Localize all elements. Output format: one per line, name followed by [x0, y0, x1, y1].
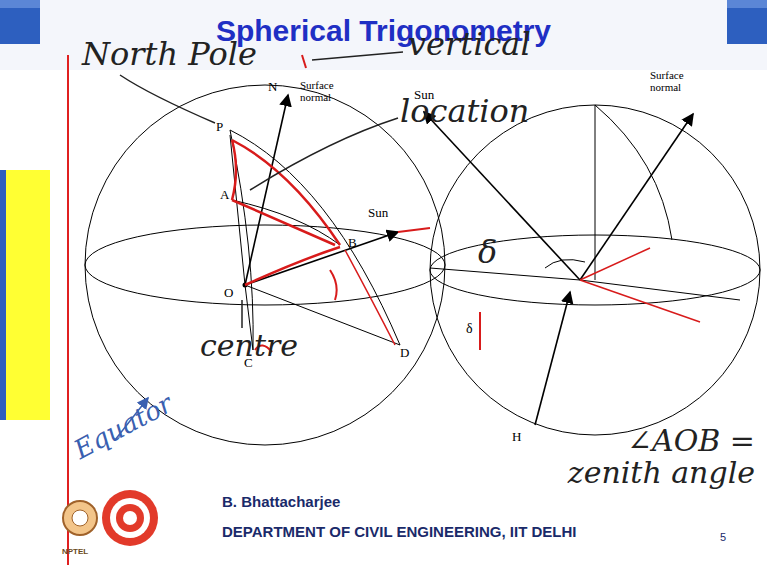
vector-label: Sun	[414, 88, 434, 102]
point-label: D	[400, 346, 409, 360]
handwritten-note: ∠AOB = zenith angle	[530, 425, 755, 488]
point-label: P	[216, 120, 223, 134]
point-label: A	[220, 188, 229, 202]
point-label: O	[224, 286, 233, 300]
handwritten-note: Equator	[70, 390, 177, 464]
angle-label: δ	[466, 322, 473, 337]
author-name: B. Bhattacharjee	[222, 494, 340, 510]
vector-label: Surface normal	[650, 70, 702, 93]
handwritten-note: centre	[200, 330, 298, 362]
angle-label: H	[512, 430, 521, 444]
page-number: 5	[720, 532, 726, 544]
point-label: B	[348, 236, 357, 250]
department-name: DEPARTMENT OF CIVIL ENGINEERING, IIT DEL…	[222, 524, 576, 540]
vector-label: N	[268, 80, 277, 94]
handwritten-note: δ	[478, 236, 497, 270]
vector-label: Surface normal	[300, 80, 352, 103]
handwritten-note: North Pole	[82, 38, 257, 72]
vector-label: Sun	[368, 206, 388, 220]
logo-text: NPTEL	[62, 548, 88, 556]
handwritten-note: vertical	[408, 28, 531, 62]
